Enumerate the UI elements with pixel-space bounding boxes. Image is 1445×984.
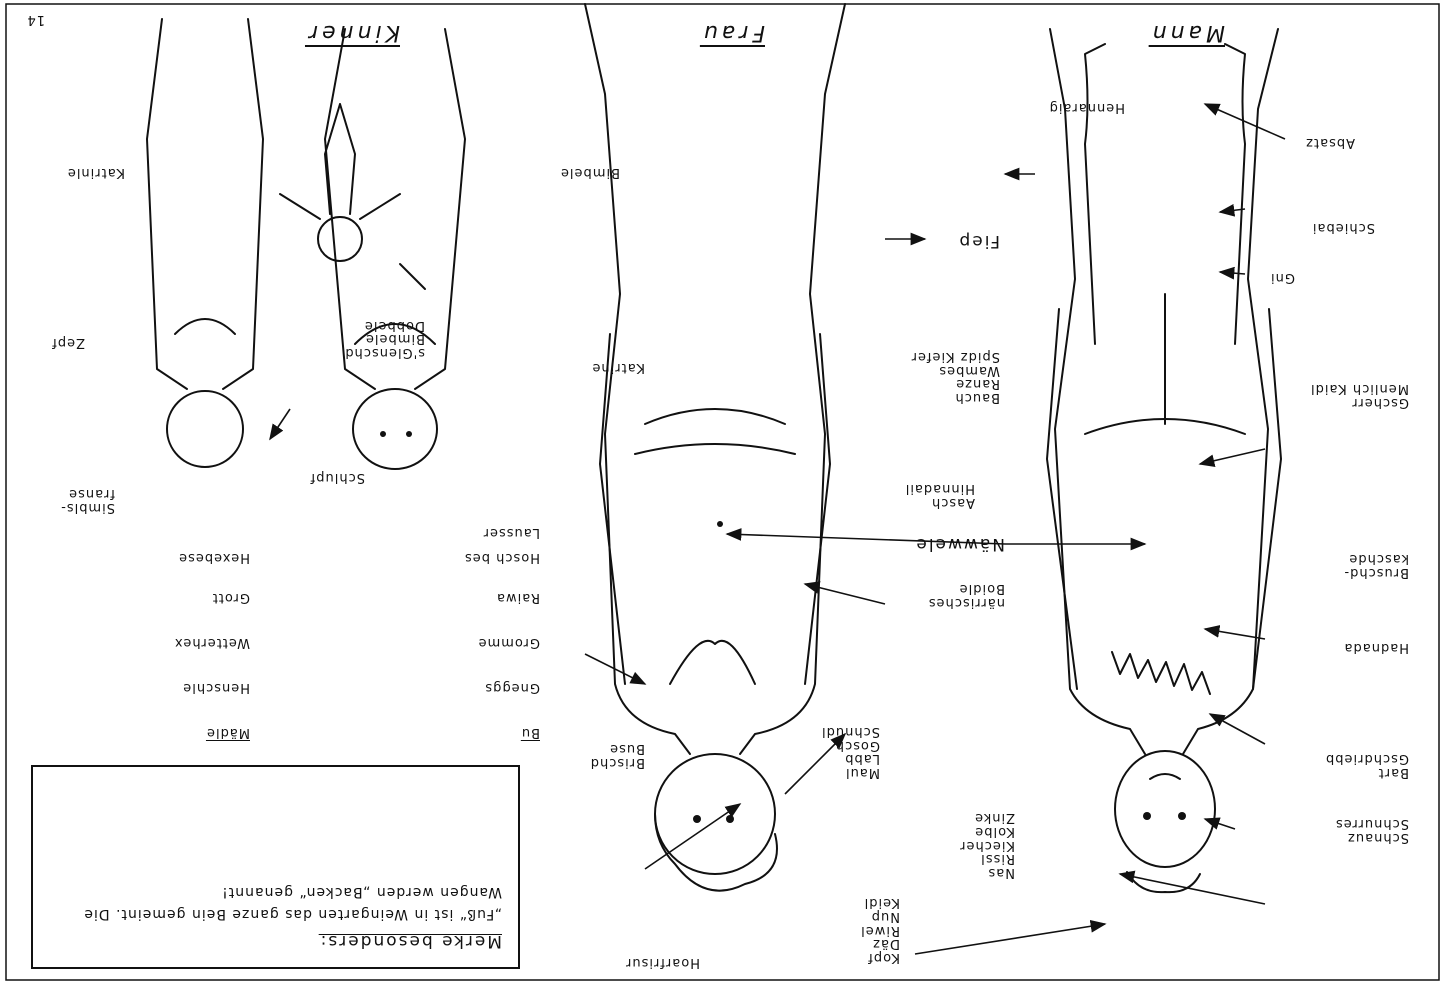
label-hadnadr: Hadnada — [1344, 640, 1409, 654]
label-hennaraig: Hennaraig — [1049, 100, 1125, 114]
label-glenschd: s'Glenschd Bimbele Dobbele — [344, 318, 425, 359]
heading-frau: Frau — [700, 21, 765, 44]
label-bauch: Bauch Ranze Wambes Spidz Kiefer — [911, 349, 1000, 404]
label-kopf: Kopf Däz Riwel Nup Keidl — [860, 896, 900, 964]
label-aasch: Aasch Hinnadail — [905, 482, 975, 509]
label-schnurres: Schnauz Schnurres — [1335, 817, 1409, 844]
label-maul: Maul Labb Gosch Schnudl — [821, 724, 880, 779]
list-bu-item: Gromme — [478, 635, 540, 649]
label-nawwele: Näwwele — [914, 534, 1005, 552]
label-schiebai: Schiebai — [1312, 220, 1375, 234]
list-madle-item: Grott — [212, 590, 250, 604]
list-bu-item: Gneggs — [484, 680, 540, 694]
label-schlupf: Schlupf — [310, 470, 365, 484]
label-zepf: Zepf — [51, 335, 85, 349]
list-bu-item: Raiwa — [496, 590, 540, 604]
label-simbls: Simbls- franse — [60, 487, 115, 514]
label-kathrine: Katrine — [591, 360, 645, 374]
list-header-madle: Mädle — [206, 725, 250, 739]
heading-mann: Mann — [1149, 21, 1225, 44]
list-bu-item: Lausser — [483, 525, 540, 539]
heading-kinner: Kinner — [305, 21, 400, 44]
children-figures — [147, 19, 465, 469]
label-haarfrisur: Hoarfrisur — [625, 955, 700, 969]
label-bart: Bart Gschdriebb — [1325, 752, 1409, 779]
page-number: 14 — [26, 12, 45, 26]
label-bruschd: Bruschd- kaschde — [1343, 552, 1409, 579]
label-katrinle: Katrinle — [67, 165, 125, 179]
label-brischd: Brischd Buse — [590, 742, 645, 769]
list-madle-item: Hexebese — [178, 550, 250, 564]
label-gscherr: Gscherr Menlich Kaidl — [1310, 382, 1409, 409]
label-nas: Nas Rissl Kiecher Kolbe Zinke — [959, 811, 1015, 879]
list-madle-item: Henschle — [182, 680, 250, 694]
list-header-bu: Bu — [521, 725, 540, 739]
label-fiep: Fiep — [957, 231, 1000, 249]
note-title: Merke besonders: — [49, 931, 502, 949]
man-figure — [1047, 29, 1281, 892]
note-box: Merke besonders: „Fuß“ ist in Weingarten… — [31, 765, 520, 969]
label-narrische: närrisches Boidle — [928, 582, 1005, 609]
list-bu-item: Hosch bes — [464, 550, 540, 564]
label-absatz: Absatz — [1305, 135, 1355, 149]
label-bimbele: Bimbele — [560, 165, 620, 179]
label-gni: Gni — [1270, 270, 1295, 284]
list-madle-item: Wetterhex — [174, 635, 250, 649]
note-body: „Fuß“ ist in Weingarten das ganze Bein g… — [52, 880, 502, 925]
